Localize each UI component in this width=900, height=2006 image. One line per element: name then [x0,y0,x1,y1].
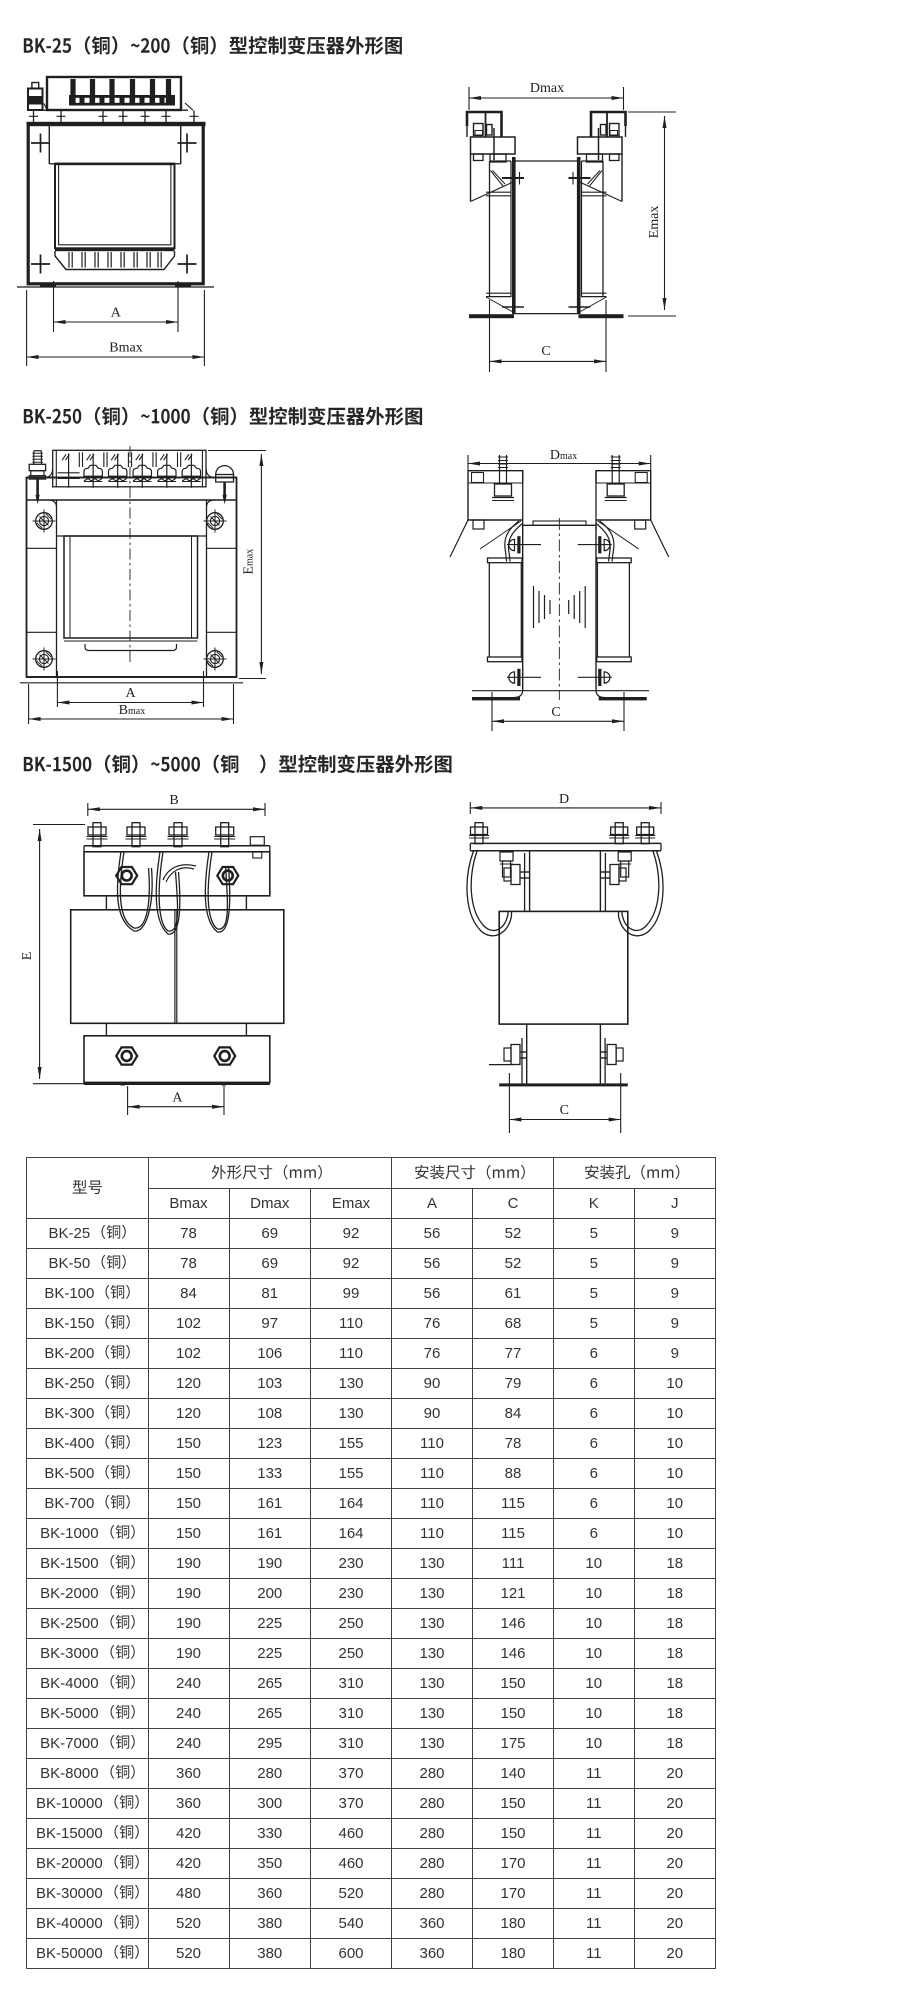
svg-text:A: A [111,306,122,321]
svg-text:A: A [172,1091,183,1106]
svg-text:E: E [242,566,257,575]
svg-text:C: C [560,1103,569,1118]
svg-text:B: B [169,793,178,808]
svg-text:A: A [125,686,136,701]
svg-text:max: max [245,549,256,566]
svg-text:Dmax: Dmax [530,81,564,96]
svg-text:max: max [560,451,577,462]
svg-text:Emax: Emax [647,206,662,239]
svg-text:B: B [119,703,128,718]
svg-text:max: max [128,706,145,717]
svg-text:E: E [20,952,35,961]
svg-text:C: C [551,705,560,720]
svg-text:D: D [550,448,560,463]
svg-text:Bmax: Bmax [109,341,142,356]
svg-text:D: D [559,792,569,807]
svg-text:C: C [541,344,550,359]
